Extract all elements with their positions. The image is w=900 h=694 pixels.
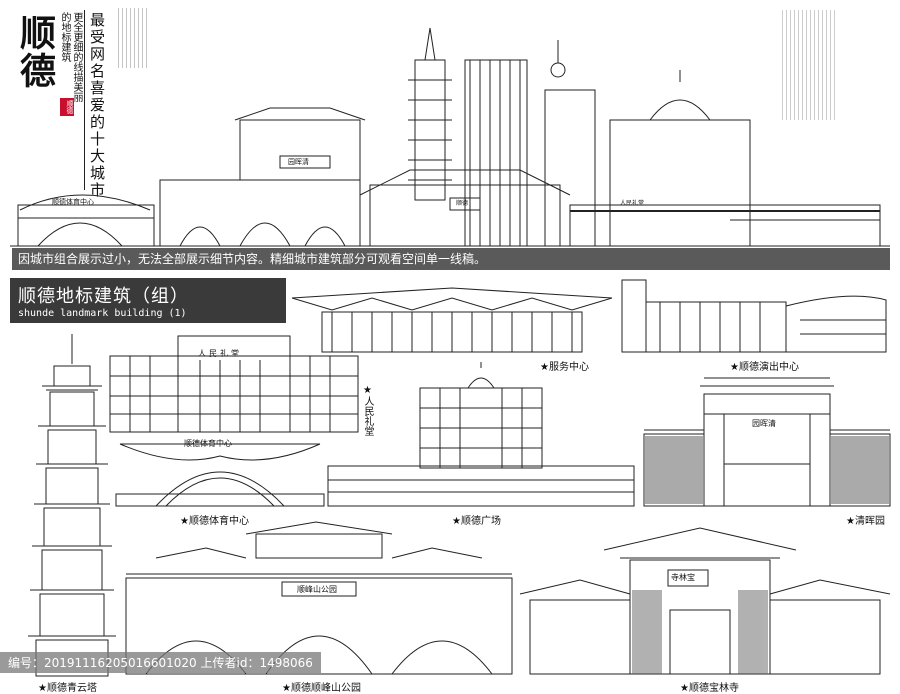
hall-plaque: 人民礼堂	[198, 349, 242, 358]
building-stadium	[116, 438, 324, 508]
skyline-sign-gate: 园晖清	[288, 158, 309, 166]
skyline-sign-hall: 人民礼堂	[620, 200, 645, 207]
building-baolin-temple	[520, 520, 890, 676]
skyline-sign-stadium: 顺德体育中心	[52, 198, 94, 206]
label-performance-center: ★顺德演出中心	[730, 362, 799, 373]
notice-banner: 因城市组合展示过小，无法全部展示细节内容。精细城市建筑部分可观看空间单一线稿。	[12, 248, 890, 270]
footer-id: 编号：20191116205016601020 上传者id：1498066	[0, 652, 321, 673]
label-stadium: ★顺德体育中心	[180, 516, 249, 527]
group-title-box: 顺德地标建筑（组） shunde landmark building (1)	[10, 278, 286, 323]
group-title: 顺德地标建筑（组）	[18, 286, 189, 307]
label-service-center: ★服务中心	[540, 362, 589, 373]
skyline-sign-small: 顺德	[456, 200, 469, 207]
label-baolin-temple: ★顺德宝林寺	[680, 683, 739, 694]
fine-print-right	[782, 10, 837, 120]
fine-print	[118, 8, 148, 68]
building-qingyun-pagoda	[24, 334, 120, 678]
tagline-big: 最受网名喜爱的十大城市	[88, 12, 106, 199]
label-shunde-square: ★顺德广场	[452, 516, 501, 527]
poster-title: 顺德	[14, 14, 55, 90]
label-qingyun-pagoda: ★顺德青云塔	[38, 683, 97, 694]
label-qinghui-garden: ★清晖园	[846, 516, 885, 527]
group-subtitle: shunde landmark building (1)	[18, 308, 187, 319]
red-seal: 顺德	[60, 98, 74, 116]
tagline-left: 更全更细的线描美丽的地标建筑	[59, 12, 82, 102]
building-peoples-hall	[110, 336, 358, 434]
stadium-plaque: 顺德体育中心	[184, 439, 232, 448]
divider-line	[84, 10, 85, 190]
building-shunde-square	[328, 368, 634, 508]
label-shunfeng-park: ★顺德顺峰山公园	[282, 683, 361, 694]
building-performance-center	[620, 280, 888, 354]
label-peoples-hall: ★人民礼堂	[362, 385, 373, 436]
skyline	[10, 20, 890, 248]
shunfeng-plaque: 顺峰山公园	[297, 585, 337, 594]
qinghui-plaque: 园晖清	[752, 419, 776, 428]
baolin-plaque: 寺林宝	[671, 573, 695, 582]
building-service-center	[292, 288, 612, 356]
building-qinghui-garden	[644, 374, 890, 508]
